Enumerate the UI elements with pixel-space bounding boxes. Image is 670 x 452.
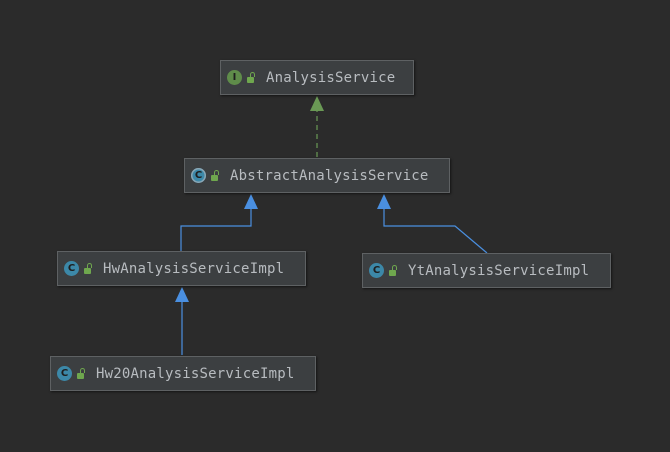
extends-edge-yt-to-abstract [383, 209, 488, 254]
class-icon: C [369, 263, 384, 278]
public-access-icon [211, 170, 220, 181]
extends-arrowhead-hw20 [175, 287, 189, 302]
node-yt-analysis-service-impl[interactable]: C YtAnalysisServiceImpl [362, 253, 611, 288]
node-hw20-analysis-service-impl[interactable]: C Hw20AnalysisServiceImpl [50, 356, 316, 391]
public-access-icon [247, 72, 256, 83]
extends-arrowhead-yt [377, 194, 391, 209]
node-analysis-service[interactable]: I AnalysisService [220, 60, 414, 95]
extends-edge-hw-to-abstract [180, 209, 252, 251]
node-abstract-analysis-service[interactable]: C AbstractAnalysisService [184, 158, 450, 193]
public-access-icon [389, 265, 398, 276]
public-access-icon [84, 263, 93, 274]
class-icon: C [64, 261, 79, 276]
class-icon: C [57, 366, 72, 381]
interface-icon: I [227, 70, 242, 85]
node-label: YtAnalysisServiceImpl [408, 262, 590, 279]
node-label: Hw20AnalysisServiceImpl [96, 365, 295, 382]
public-access-icon [77, 368, 86, 379]
node-label: AnalysisService [266, 69, 396, 86]
extends-arrowhead-hw [244, 194, 258, 209]
node-label: HwAnalysisServiceImpl [103, 260, 285, 277]
node-label: AbstractAnalysisService [230, 167, 429, 184]
node-hw-analysis-service-impl[interactable]: C HwAnalysisServiceImpl [57, 251, 306, 286]
abstract-class-icon: C [191, 168, 206, 183]
implements-arrowhead [310, 96, 324, 111]
